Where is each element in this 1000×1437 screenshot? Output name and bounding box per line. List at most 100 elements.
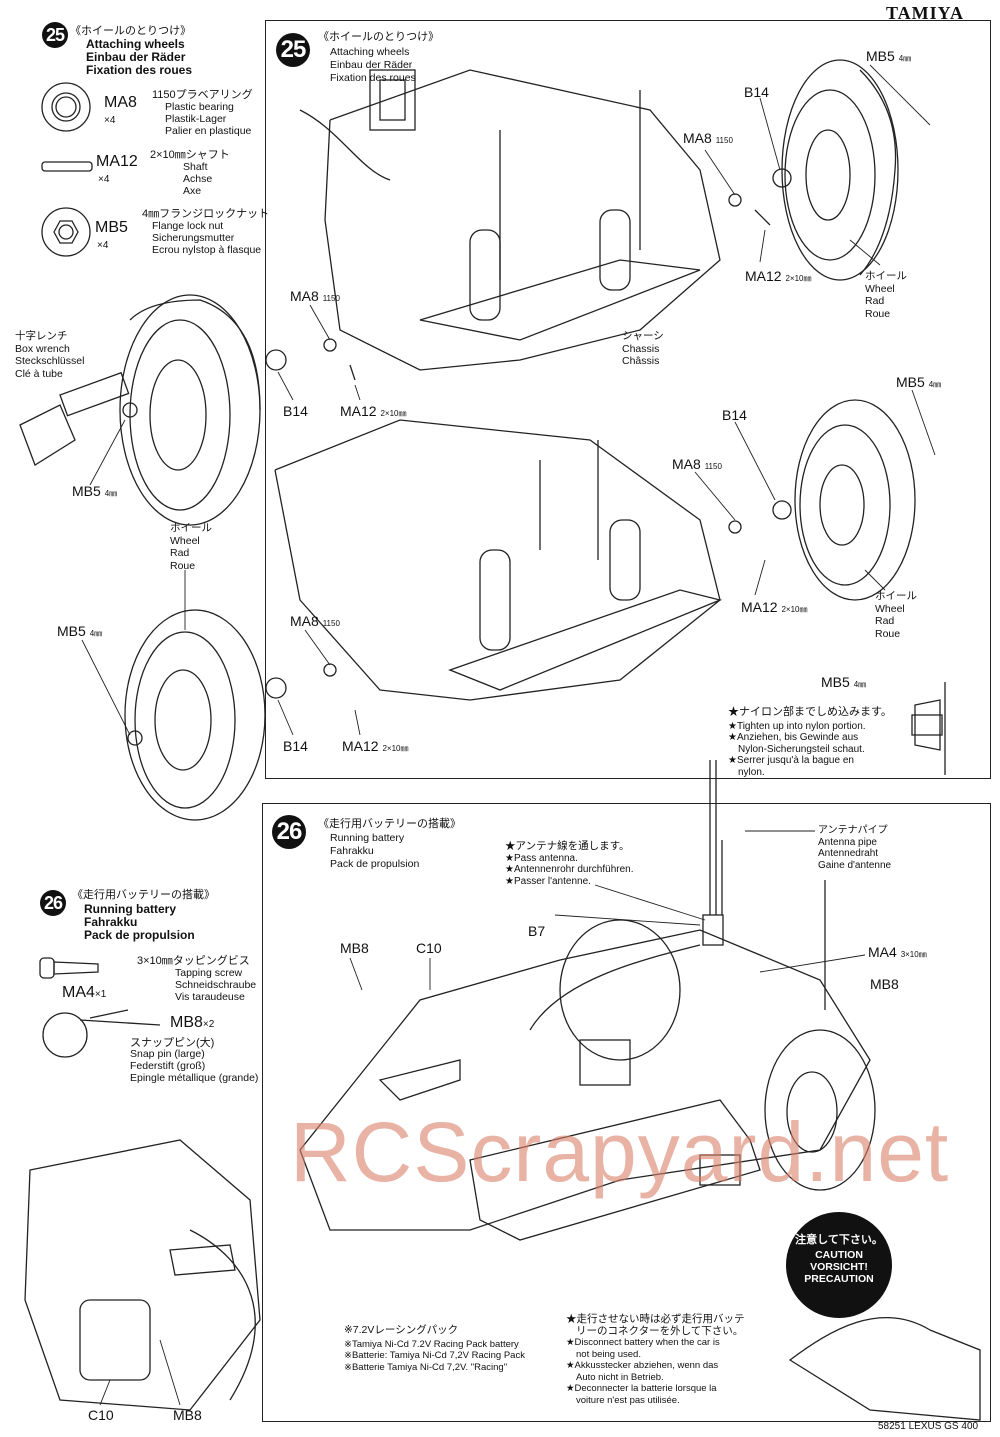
label-size: 1150 xyxy=(715,136,733,145)
nut-icon xyxy=(41,207,91,257)
step26-title-fr: Pack de propulsion xyxy=(84,928,195,942)
label-ma12: MA12 2×10㎜ xyxy=(741,599,808,615)
step26-title-en: Running battery xyxy=(84,902,176,916)
chassis-en: Chassis xyxy=(622,342,660,355)
label-c10: C10 xyxy=(416,940,442,956)
label-text: MA12 xyxy=(745,268,782,284)
label-c10: C10 xyxy=(88,1407,114,1423)
part-fr: Palier en plastique xyxy=(165,125,252,137)
wheel-upper-right-drawing xyxy=(781,59,899,281)
chassis-jp: シャーシ xyxy=(622,330,664,342)
wheel-middle-right-drawing xyxy=(794,399,916,601)
label-b7: B7 xyxy=(528,923,546,939)
part-de: Schneidschraube xyxy=(175,979,257,991)
battery-note-de: ※Batterie: Tamiya Ni-Cd 7,2V Racing Pack xyxy=(344,1350,525,1361)
part-code: MB5 xyxy=(95,219,128,236)
footer-model: 58251 LEXUS GS 400 xyxy=(878,1421,979,1432)
label-size: 1150 xyxy=(704,462,722,471)
label-mb8: MB8 xyxy=(173,1407,202,1423)
label-mb5: MB5 4㎜ xyxy=(72,483,117,499)
label-ma12: MA12 2×10㎜ xyxy=(342,738,409,754)
label-text: MA12 xyxy=(741,599,778,615)
antenna-pipe-de: Antennedraht xyxy=(818,848,879,859)
step-number-badge: 26 xyxy=(272,815,306,849)
exploded-parts xyxy=(122,168,792,746)
part-fr: Vis taraudeuse xyxy=(175,991,245,1003)
step25-diagram-title-de: Einbau der Räder xyxy=(330,59,413,71)
label-text: MB5 xyxy=(896,374,925,390)
step-number-badge: 25 xyxy=(276,33,310,67)
part-en: Plastic bearing xyxy=(165,101,234,113)
wheel-de: Rad xyxy=(170,547,190,559)
label-size: 1150 xyxy=(322,619,340,628)
brand-logo: TAMIYA xyxy=(886,3,965,23)
wrench-drawing xyxy=(19,371,130,466)
antenna-note-de: ★Antennenrohr durchführen. xyxy=(505,864,634,875)
wrench-de: Steckschlüssel xyxy=(15,355,85,367)
wheel-upper-left-drawing xyxy=(119,294,261,526)
label-mb5: MB5 4㎜ xyxy=(866,48,911,64)
label-b14: B14 xyxy=(283,738,308,754)
part-jp: 4㎜フランジロックナット xyxy=(142,208,270,220)
step25-frame xyxy=(265,20,991,779)
antenna-note-en: ★Pass antenna. xyxy=(505,852,578,864)
caution-jp: 注意して下さい。 xyxy=(795,1234,883,1246)
part-qty: ×4 xyxy=(98,174,110,185)
label-b14: B14 xyxy=(722,407,747,423)
label-text: MA8 xyxy=(672,456,701,472)
step26-diagram-title-de: Fahrakku xyxy=(330,845,374,857)
part-code: MA12 xyxy=(96,153,138,170)
part-jp: 2×10㎜シャフト xyxy=(150,149,230,161)
part-qty: ×1 xyxy=(94,989,107,1000)
label-ma12: MA12 2×10㎜ xyxy=(340,403,407,419)
part-code-text: MA4 xyxy=(62,984,95,1001)
part-en: Snap pin (large) xyxy=(130,1048,205,1060)
wrench-fr: Clé à tube xyxy=(15,367,63,380)
antenna-note: ★アンテナ線を通します。 ★Pass antenna. ★Antennenroh… xyxy=(505,840,634,887)
part-jp: 3×10㎜タッピングビス xyxy=(137,955,250,967)
label-ma12: MA12 2×10㎜ xyxy=(745,268,812,284)
disconnect-de: ★Akkusstecker abziehen, wenn das xyxy=(566,1360,719,1371)
label-size: 4㎜ xyxy=(89,629,103,638)
battery-note-en: ※Tamiya Ni-Cd 7.2V Racing Pack battery xyxy=(344,1338,519,1350)
wheel-fr: Roue xyxy=(170,559,196,572)
label-b14: B14 xyxy=(744,84,769,100)
note-fr: nylon. xyxy=(738,766,765,778)
step25-diagram-title-fr: Fixation des roues xyxy=(330,72,416,84)
caution-fr: PRECAUTION xyxy=(804,1273,874,1285)
wrench-jp: 十字レンチ xyxy=(15,330,68,342)
part-jp: 1150プラベアリング xyxy=(152,89,253,101)
antenna-pipe-label: アンテナパイプ Antenna pipe Antennedraht Gaine … xyxy=(818,825,891,871)
caution-badge: 注意して下さい。 CAUTION VORSICHT! PRECAUTION xyxy=(786,1212,892,1318)
part-fr: Axe xyxy=(183,185,202,197)
inset-battery-drawing xyxy=(24,1139,261,1411)
label-ma8: MA8 1150 xyxy=(672,456,722,472)
disconnect-note: ★走行させない時は必ず走行用バッテ リーのコネクターを外して下さい。 ★Disc… xyxy=(566,1313,745,1406)
part-code: MA8 xyxy=(104,94,137,111)
label-ma4: MA4 3×10㎜ xyxy=(868,944,927,960)
label-ma8: MA8 1150 xyxy=(290,288,340,304)
part-en: Flange lock nut xyxy=(152,220,224,232)
part-de: Achse xyxy=(183,173,213,185)
step26-diagram-title-fr: Pack de propulsion xyxy=(330,858,420,870)
disconnect-fr: voiture n'est pas utilisée. xyxy=(576,1394,680,1406)
part-fr: Ecrou nylstop à flasque xyxy=(152,244,262,256)
label-size: 2×10㎜ xyxy=(380,409,407,418)
leader-lines-26 xyxy=(99,830,866,1406)
antenna-pipe-fr: Gaine d'antenne xyxy=(818,859,892,871)
disconnect-fr: ★Deconnecter la batterie lorsque la xyxy=(566,1383,717,1394)
inset-nut-drawing xyxy=(911,682,946,775)
wheel-jp: ホイール xyxy=(875,590,917,602)
watermark: RCScrapyard.net xyxy=(290,1105,950,1199)
chassis-fr: Châssis xyxy=(622,355,660,367)
tapping-screw-icon xyxy=(39,957,99,979)
part-qty: ×4 xyxy=(104,115,116,126)
battery-note: ※7.2Vレーシングパック ※Tamiya Ni-Cd 7.2V Racing … xyxy=(344,1324,525,1373)
wheel-de: Rad xyxy=(865,295,885,307)
label-text: MB5 xyxy=(57,623,86,639)
step25-title-de: Einbau der Räder xyxy=(86,50,186,64)
